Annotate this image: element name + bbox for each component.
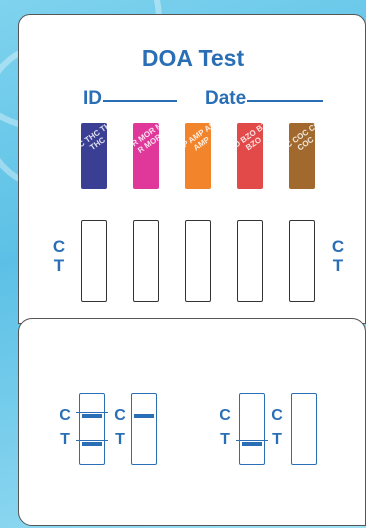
drug-strip-mor: MOR MOR MOR MOR [133,123,159,189]
example-t-label: T [271,431,283,449]
strip-label: COC COC COC COC [289,123,315,165]
result-window-amp [185,220,211,302]
example-t-label: T [114,431,126,449]
result-window-coc [289,220,315,302]
strip-label: MOR MOR MOR MOR [133,123,159,165]
test-card: DOA Test ID Date THC THC THC THC MOR MOR… [18,14,366,324]
example-c-label: C [59,407,71,425]
strip-label: THC THC THC THC [81,123,107,165]
example-c-label: C [219,407,231,425]
id-label: ID [83,88,102,109]
control-label: C [331,237,345,256]
result-window-thc [81,220,107,302]
example-t-label: T [59,431,71,449]
result-examples-card: C T C T C T C T [18,318,366,526]
card-title: DOA Test [19,45,366,72]
test-band [242,442,262,446]
test-label: T [52,256,66,275]
example-window-positive [131,393,157,465]
test-band [82,442,102,446]
strip-label: BZO BZO BZO BZO [237,123,263,165]
result-window-bzo [237,220,263,302]
example-t-label: T [219,431,231,449]
drug-strip-coc: COC COC COC COC [289,123,315,189]
drug-strip-amp: AMP AMP AMP AMP [185,123,211,189]
control-test-labels-left: C T [52,237,66,275]
result-window-mor [133,220,159,302]
drug-strip-thc: THC THC THC THC [81,123,107,189]
date-field: Date [205,88,323,110]
id-underline [103,100,177,102]
example-window-invalid-t-only [239,393,265,465]
drug-strip-bzo: BZO BZO BZO BZO [237,123,263,189]
strip-label: AMP AMP AMP AMP [185,123,211,165]
control-test-labels-right: C T [331,237,345,275]
example-c-label: C [271,407,283,425]
test-label: T [331,256,345,275]
date-underline [247,100,323,102]
id-field: ID [83,88,177,110]
date-label: Date [205,88,246,109]
example-window-negative [79,393,105,465]
example-window-invalid-none [291,393,317,465]
control-label: C [52,237,66,256]
control-band [82,414,102,418]
control-band [134,414,154,418]
example-c-label: C [114,407,126,425]
